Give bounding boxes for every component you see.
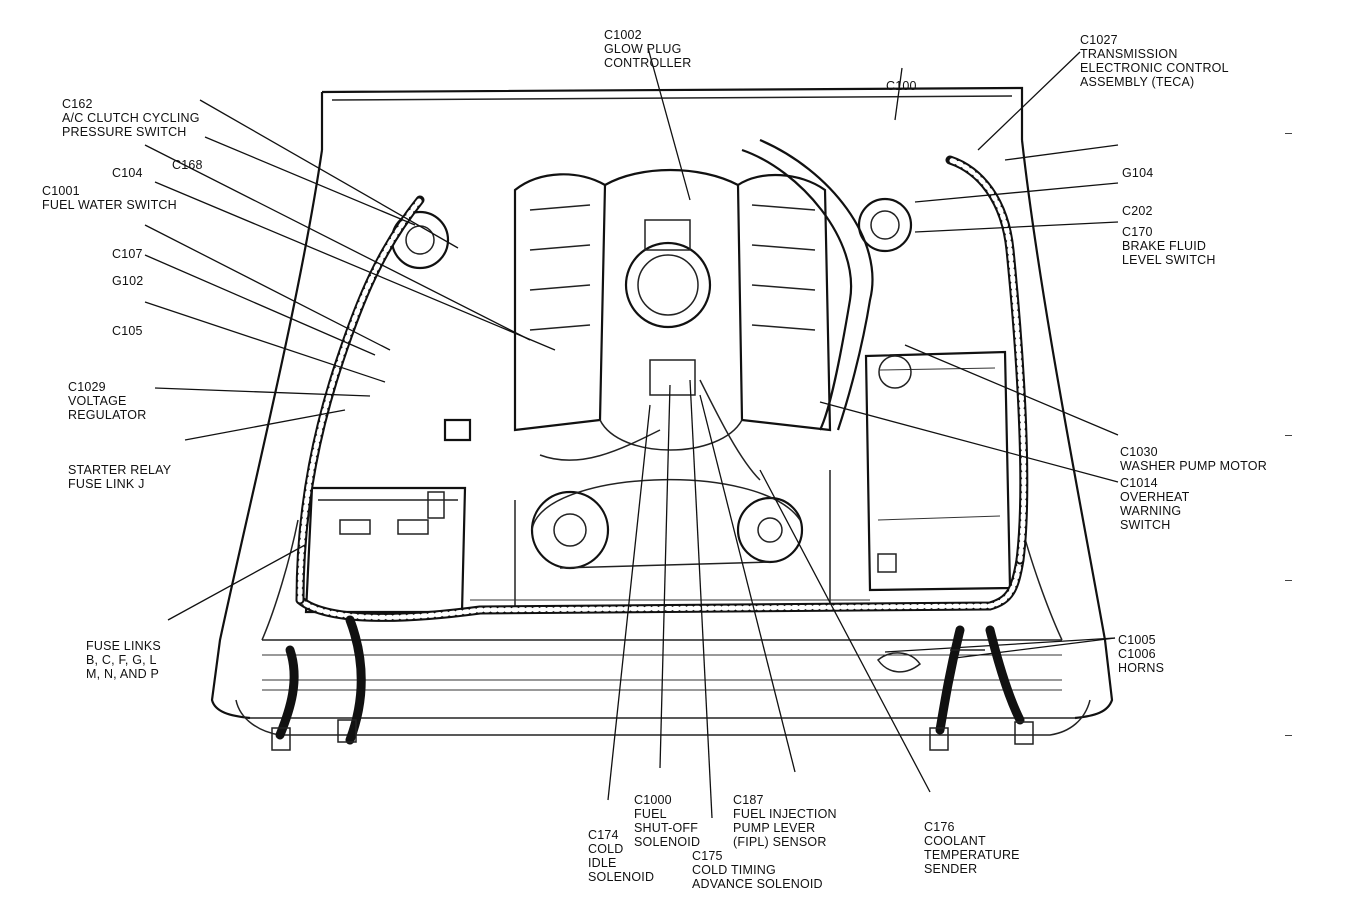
callout-c100: C100: [886, 79, 917, 93]
engine-block: [513, 168, 832, 451]
callout-c105: C105: [112, 324, 143, 338]
margin-tick: [1285, 580, 1292, 581]
callout-g102: G102: [112, 274, 144, 288]
pulleys: [470, 470, 870, 610]
margin-tick: [1285, 133, 1292, 134]
margin-tick: [1285, 735, 1292, 736]
engine-illustration: [144, 47, 1119, 819]
leader-lines: [144, 47, 1119, 819]
vehicle-body-outline: [210, 86, 1114, 736]
battery: [304, 486, 467, 614]
callout-c104: C104: [112, 166, 143, 180]
callout-g104: G104: [1122, 166, 1154, 180]
callout-c202: C202: [1122, 204, 1153, 218]
callout-c168: C168: [172, 158, 203, 172]
margin-tick: [1285, 435, 1292, 436]
wiring-harness: [275, 155, 1029, 745]
callout-c107: C107: [112, 247, 143, 261]
connectors: [271, 553, 1034, 751]
